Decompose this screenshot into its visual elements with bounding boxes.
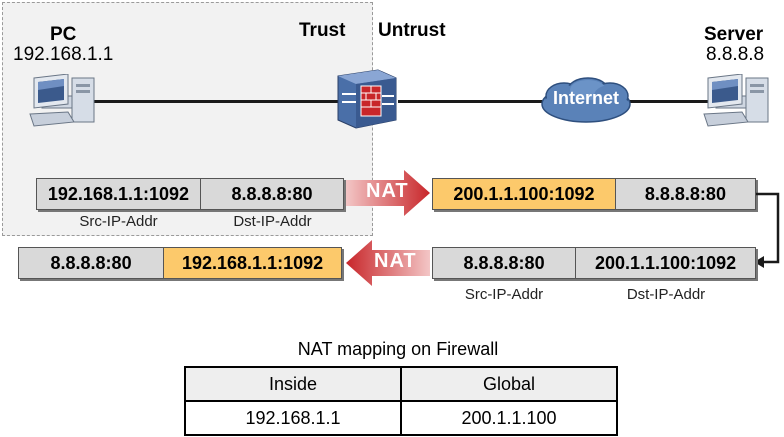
dst-ip-cell: 8.8.8.8:80 [615,179,755,209]
inside-address-cell: 192.168.1.1 [184,400,402,436]
translated-src-ip-cell: 200.1.1.100:1092 [433,179,616,209]
header-global: Global [400,366,618,402]
table-row: 192.168.1.1 200.1.1.100 [184,400,618,436]
header-inside: Inside [184,366,402,402]
src-ip-label: Src-IP-Addr [464,286,544,303]
global-address-cell: 200.1.1.100 [400,400,618,436]
computer-icon [29,74,95,127]
table-header-row: Inside Global [184,366,618,402]
trust-zone-label: Trust [299,20,346,41]
dst-ip-cell: 200.1.1.100:1092 [576,248,755,278]
untrust-zone-label: Untrust [378,20,446,41]
nat-arrow-left-icon [346,240,430,286]
pc-firewall-link [92,100,340,103]
src-ip-cell: 8.8.8.8:80 [19,248,165,278]
dst-ip-label: Dst-IP-Addr [233,213,312,230]
translated-dst-ip-cell: 192.168.1.1:1092 [164,248,341,278]
dst-ip-label: Dst-IP-Addr [626,286,706,303]
server-icon [703,74,769,127]
packet-outbound-after: 200.1.1.100:1092 8.8.8.8:80 [432,178,756,210]
pc-title: PC [50,24,77,45]
dst-ip-cell: 8.8.8.8:80 [200,179,343,209]
server-title: Server [704,24,764,45]
internet-server-link [628,100,710,103]
packet-inbound-before: 8.8.8.8:80 200.1.1.100:1092 [432,247,756,279]
pc-ip: 192.168.1.1 [13,44,114,65]
nat-mapping-table: Inside Global 192.168.1.1 200.1.1.100 [184,366,618,436]
src-ip-cell: 8.8.8.8:80 [433,248,577,278]
return-arrow-icon [754,192,780,268]
nat-left-label: NAT [374,250,417,272]
nat-right-label: NAT [366,180,409,202]
mapping-title: NAT mapping on Firewall [297,339,499,359]
packet-inbound-after: 8.8.8.8:80 192.168.1.1:1092 [18,247,342,279]
firewall-internet-link [398,100,544,103]
firewall-icon [337,69,397,129]
src-ip-cell: 192.168.1.1:1092 [37,179,201,209]
cloud-icon [541,77,631,123]
internet-label: Internet [552,88,619,108]
packet-outbound-before: 192.168.1.1:1092 8.8.8.8:80 [36,178,344,210]
src-ip-label: Src-IP-Addr [79,213,158,230]
server-ip: 8.8.8.8 [706,44,765,65]
nat-arrow-right-icon [346,170,430,216]
